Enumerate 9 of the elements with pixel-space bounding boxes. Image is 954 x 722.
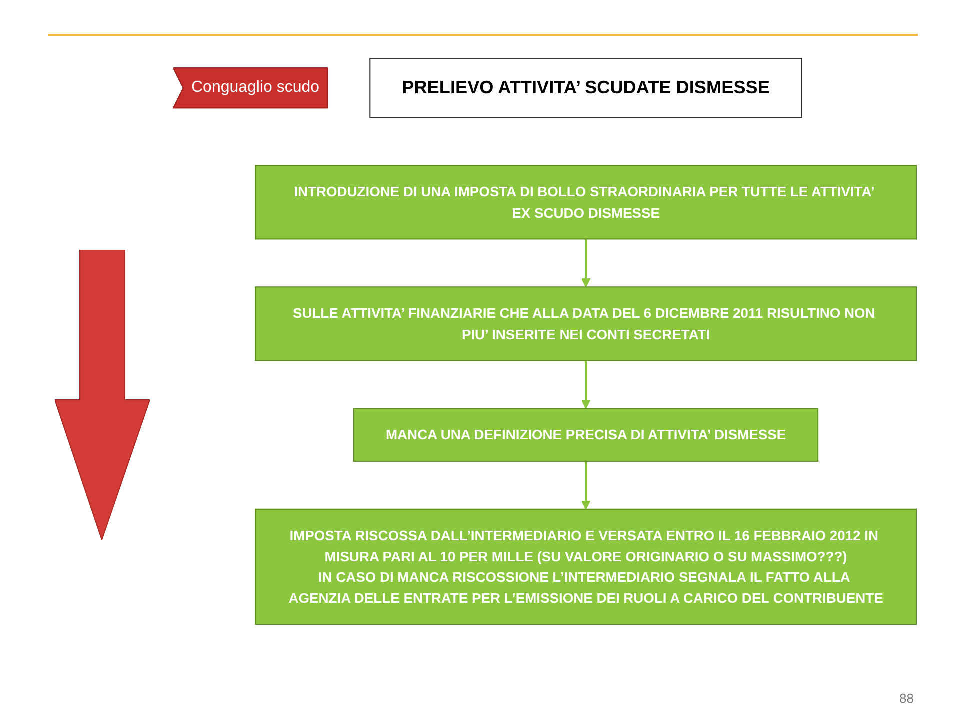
node-box: MANCA UNA DEFINIZIONE PRECISA DI ATTIVITA’ DISMESSE <box>354 408 819 462</box>
arrow <box>581 360 591 410</box>
node-box: IMPOSTA RISCOSSA DALL’INTERMEDIARIO E VERSATA ENTRO IL 16 FEBBRAIO 2012 IN MISURA PARI AL 10 PER MILLE (SU VALORE ORIGINARIO O SU MASSIMO???) IN CASO DI MANCA RISCOSSIONE L’INTERMEDIARIO SEGNALA IL FATTO ALLA AGENZIA DELLE ENTRATE PER L’EMISSIONE DEI RUOLI A CARICO DEL CONTRIBUENTE <box>255 508 917 626</box>
arrow <box>581 239 591 288</box>
node-box: PRELIEVO ATTIVITA’ SCUDATE DISMESSE <box>370 58 802 118</box>
node-box: INTRODUZIONE DI UNA IMPOSTA DI BOLLO STRAORDINARIA PER TUTTE LE ATTIVITA’ EX SCUDO DISMESSE <box>255 165 917 240</box>
arrow <box>581 461 591 510</box>
page-number: 88 <box>900 691 914 706</box>
node-box: SULLE ATTIVITA’ FINANZIARIE CHE ALLA DATA DEL 6 DICEMBRE 2011 RISULTINO NON PIU’ INSERITE NEI CONTI SECRETATI <box>255 286 917 362</box>
